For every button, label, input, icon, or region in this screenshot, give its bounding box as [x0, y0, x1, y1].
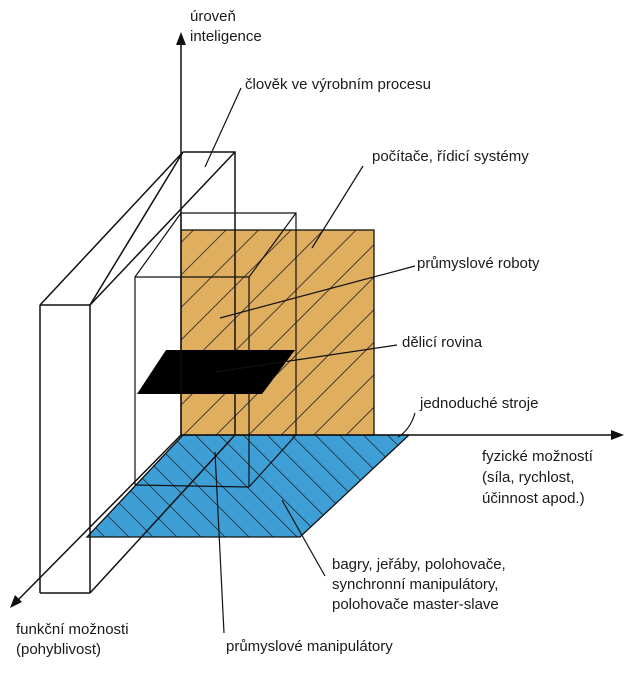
label-machines: bagry, jeřáby, polohovače, synchronní ma…	[332, 556, 510, 613]
human-box	[39, 151, 236, 594]
label-dividing-plane: dělicí rovina	[402, 334, 483, 351]
axis-label-functional: funkční možnosti (pohyblivost)	[16, 621, 133, 658]
label-human: člověk ve výrobním procesu	[245, 76, 431, 93]
axis-label-physical: fyzické možností (síla, rychlost, účinno…	[482, 448, 597, 507]
computers-wall	[180, 229, 375, 436]
leader-lines	[204, 87, 416, 634]
label-computers: počítače, řídicí systémy	[372, 148, 529, 165]
axes	[10, 32, 624, 608]
label-simple-machines: jednoduché stroje	[419, 395, 538, 412]
label-manipulators: průmyslové manipulátory	[226, 638, 393, 655]
axis-label-intelligence: úroveň inteligence	[190, 8, 262, 45]
label-robots: průmyslové roboty	[417, 255, 540, 272]
robots-box	[134, 212, 297, 488]
